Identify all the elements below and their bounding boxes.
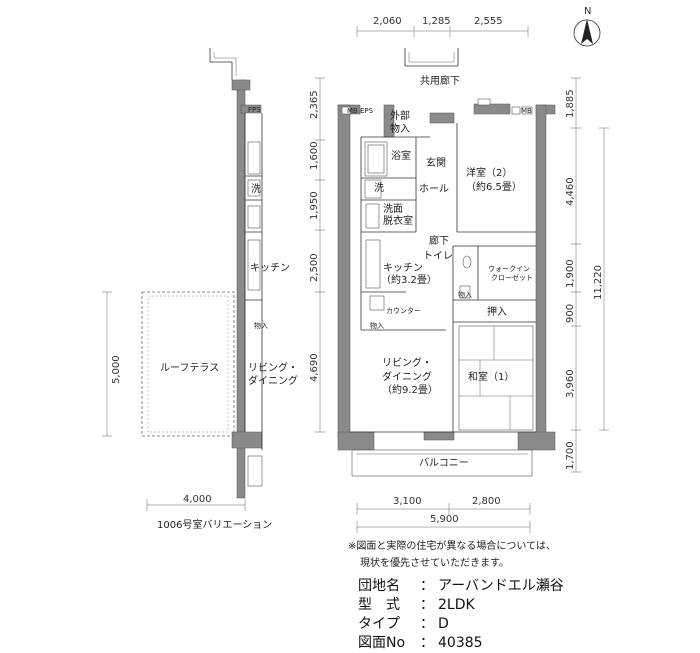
variation-caption: 1006号室バリエーション xyxy=(157,518,272,531)
info-row-name: 団地名 ： アーバンドエル瀬谷 xyxy=(358,577,564,596)
info-sep: ： xyxy=(420,616,434,632)
bottom-dimension-lines: 3,100 2,800 5,900 xyxy=(356,496,531,533)
info-row-type: 型 式 ： 2LDK xyxy=(358,596,564,615)
dim-right-3: 1,900 xyxy=(565,259,576,288)
info-row-drawing-no: 図面No ： 40385 xyxy=(358,634,564,653)
dim-right-5: 3,960 xyxy=(565,369,576,398)
balcony-label: バルコニー xyxy=(419,457,469,469)
corridor-inner-label: 廊下 xyxy=(429,234,449,247)
left-dimension-line: 2,365 1,600 1,950 2,500 4,690 xyxy=(309,77,325,433)
western-room-size: （約6.5畳） xyxy=(466,180,522,193)
dim-right-4: 900 xyxy=(565,304,576,323)
western-room-label: 洋室（2） xyxy=(466,166,512,179)
compass-label: N xyxy=(584,6,591,17)
info-value-layout: 2LDK xyxy=(438,597,475,613)
eps-label-main: EPS xyxy=(360,107,374,115)
info-key: タイプ xyxy=(358,616,400,632)
entrance-label: 玄関 xyxy=(426,156,446,169)
property-info: 団地名 ： アーバンドエル瀬谷 型 式 ： 2LDK タイプ ： D 図面No … xyxy=(358,577,564,653)
outside-storage-label-2: 物入 xyxy=(390,122,410,135)
dim-left-3: 1,950 xyxy=(309,191,320,220)
living-size: （約9.2畳） xyxy=(382,383,438,396)
dim-top-2: 1,285 xyxy=(422,16,451,27)
dim-variation-height: 5,000 xyxy=(111,355,122,384)
outside-storage-label-1: 外部 xyxy=(390,109,410,122)
info-key: 団地名 xyxy=(358,578,400,594)
variation-plan: 5,000 4,000 FPS 洗 キッチン 物入 ルーフテラス リビング・ ダ… xyxy=(102,48,298,531)
info-key: 図面No xyxy=(358,635,406,651)
dressing-label-1: 洗面 xyxy=(383,203,403,215)
variation-kitchen-label: キッチン xyxy=(250,262,290,274)
top-dimension-line: 2,060 1,285 2,555 xyxy=(356,16,529,37)
note-line-1: ※図面と実際の住宅が異なる場合については、 xyxy=(348,541,556,552)
living-label-1: リビング・ xyxy=(382,356,432,369)
mb-label-right: MB xyxy=(521,107,532,115)
wash-label: 洗 xyxy=(374,182,384,194)
dim-right-6: 1,700 xyxy=(565,441,576,470)
dim-variation-width: 4,000 xyxy=(183,494,212,505)
variation-fps-label: FPS xyxy=(248,106,261,114)
storage-label-walkin: 物入 xyxy=(458,290,472,299)
fixtures xyxy=(341,98,533,311)
main-unit-walls xyxy=(337,103,556,451)
info-key: 型 式 xyxy=(358,597,400,613)
common-corridor-label: 共用廊下 xyxy=(420,74,460,87)
mb-label-left: MB xyxy=(347,107,358,115)
dim-bottom-1: 3,100 xyxy=(393,496,422,507)
kitchen-size: （約3.2畳） xyxy=(381,273,437,286)
info-value-complex: アーバンドエル瀬谷 xyxy=(438,578,564,594)
dim-bottom-2: 2,800 xyxy=(472,496,501,507)
info-sep: ： xyxy=(420,578,434,594)
storage-label-kitchen: 物入 xyxy=(370,321,384,330)
walkin-label-2: クローゼット xyxy=(491,273,533,282)
closet-label: 押入 xyxy=(487,305,507,318)
variation-storage-label: 物入 xyxy=(254,321,268,330)
info-sep: ： xyxy=(420,597,434,613)
note-line-2: 現状を優先させていただきます。 xyxy=(360,558,509,569)
variation-living-label-2: ダイニング xyxy=(248,374,298,387)
corridor-railing xyxy=(404,48,459,67)
dim-top-1: 2,060 xyxy=(373,16,402,27)
japanese-room-label: 和室（1） xyxy=(468,370,514,383)
kitchen-label: キッチン xyxy=(383,262,423,274)
north-compass: N xyxy=(573,6,601,47)
hall-label: ホール xyxy=(419,183,449,195)
toilet-label: トイレ xyxy=(423,251,453,262)
dim-top-3: 2,555 xyxy=(474,16,503,27)
roof-terrace-label: ルーフテラス xyxy=(160,362,219,374)
variation-living-label-1: リビング・ xyxy=(248,361,298,374)
dim-left-4: 2,500 xyxy=(309,253,320,282)
disclaimer-note: ※図面と実際の住宅が異なる場合については、 現状を優先させていただきます。 xyxy=(348,538,556,572)
living-label-2: ダイニング xyxy=(382,370,432,383)
dim-right-1: 1,885 xyxy=(565,89,576,118)
info-sep: ： xyxy=(420,635,434,651)
bath-label: 浴室 xyxy=(391,149,411,162)
dim-right-total: 11,220 xyxy=(593,265,604,300)
dim-left-5: 4,690 xyxy=(309,353,320,382)
dressing-label-2: 脱衣室 xyxy=(383,214,413,227)
info-row-variant: タイプ ： D xyxy=(358,615,564,634)
variation-wash-label: 洗 xyxy=(251,183,261,195)
walkin-label-1: ウォークイン xyxy=(488,265,530,273)
room-labels: EPS MB MB 外部 物入 浴室 玄関 ホール 洋室（2） （約6.5畳） … xyxy=(347,107,533,469)
info-value-variant: D xyxy=(438,616,449,632)
dim-right-2: 4,460 xyxy=(565,177,576,206)
right-dimension-lines: 1,885 4,460 1,900 900 3,960 1,700 11,220 xyxy=(565,77,609,473)
dim-left-1: 2,365 xyxy=(309,90,320,119)
info-value-drawing-no: 40385 xyxy=(438,635,483,651)
dim-left-2: 1,600 xyxy=(309,141,320,170)
tatami-pattern xyxy=(458,325,534,431)
counter-label: カウンター xyxy=(386,306,421,315)
balcony-outline xyxy=(351,449,533,477)
dim-bottom-total: 5,900 xyxy=(430,514,459,525)
